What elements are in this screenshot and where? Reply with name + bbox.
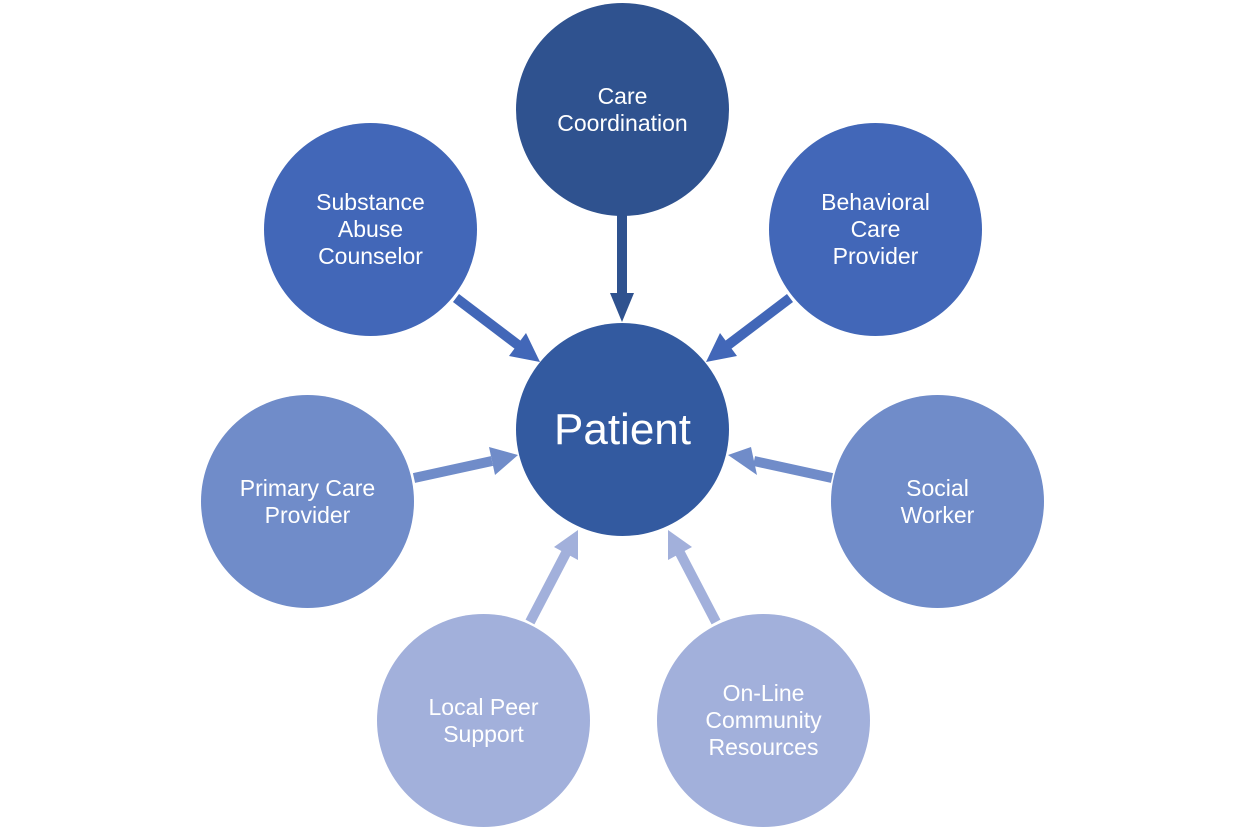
- node-primary-care-provider: Primary Care Provider: [201, 395, 414, 608]
- node-online-community-resources: On-Line Community Resources: [657, 614, 870, 827]
- arrow-online-community-resources-to-patient: [668, 530, 721, 625]
- arrow-local-peer-support-to-patient: [525, 530, 578, 625]
- node-label-local-peer-support: Local Peer Support: [428, 693, 539, 747]
- node-social-worker: Social Worker: [831, 395, 1044, 608]
- node-label-online-community-resources: On-Line Community Resources: [705, 680, 822, 760]
- node-label-social-worker: Social Worker: [900, 474, 975, 528]
- node-label-primary-care-provider: Primary Care Provider: [239, 474, 376, 528]
- node-label-substance-abuse-counselor: Substance Abuse Counselor: [316, 189, 425, 269]
- arrow-care-coordination-to-patient: [610, 215, 634, 322]
- node-care-coordination: Care Coordination: [516, 3, 729, 216]
- arrow-behavioral-care-provider-to-patient: [706, 294, 794, 362]
- node-label-care-coordination: Care Coordination: [557, 82, 688, 136]
- arrow-substance-abuse-counselor-to-patient: [452, 294, 540, 362]
- node-behavioral-care-provider: Behavioral Care Provider: [769, 123, 982, 336]
- arrow-primary-care-provider-to-patient: [412, 447, 518, 483]
- node-local-peer-support: Local Peer Support: [377, 614, 590, 827]
- node-patient: Patient: [516, 323, 729, 536]
- arrow-social-worker-to-patient: [728, 447, 834, 483]
- node-label-patient: Patient: [554, 404, 691, 454]
- node-label-behavioral-care-provider: Behavioral Care Provider: [821, 189, 930, 269]
- node-substance-abuse-counselor: Substance Abuse Counselor: [264, 123, 477, 336]
